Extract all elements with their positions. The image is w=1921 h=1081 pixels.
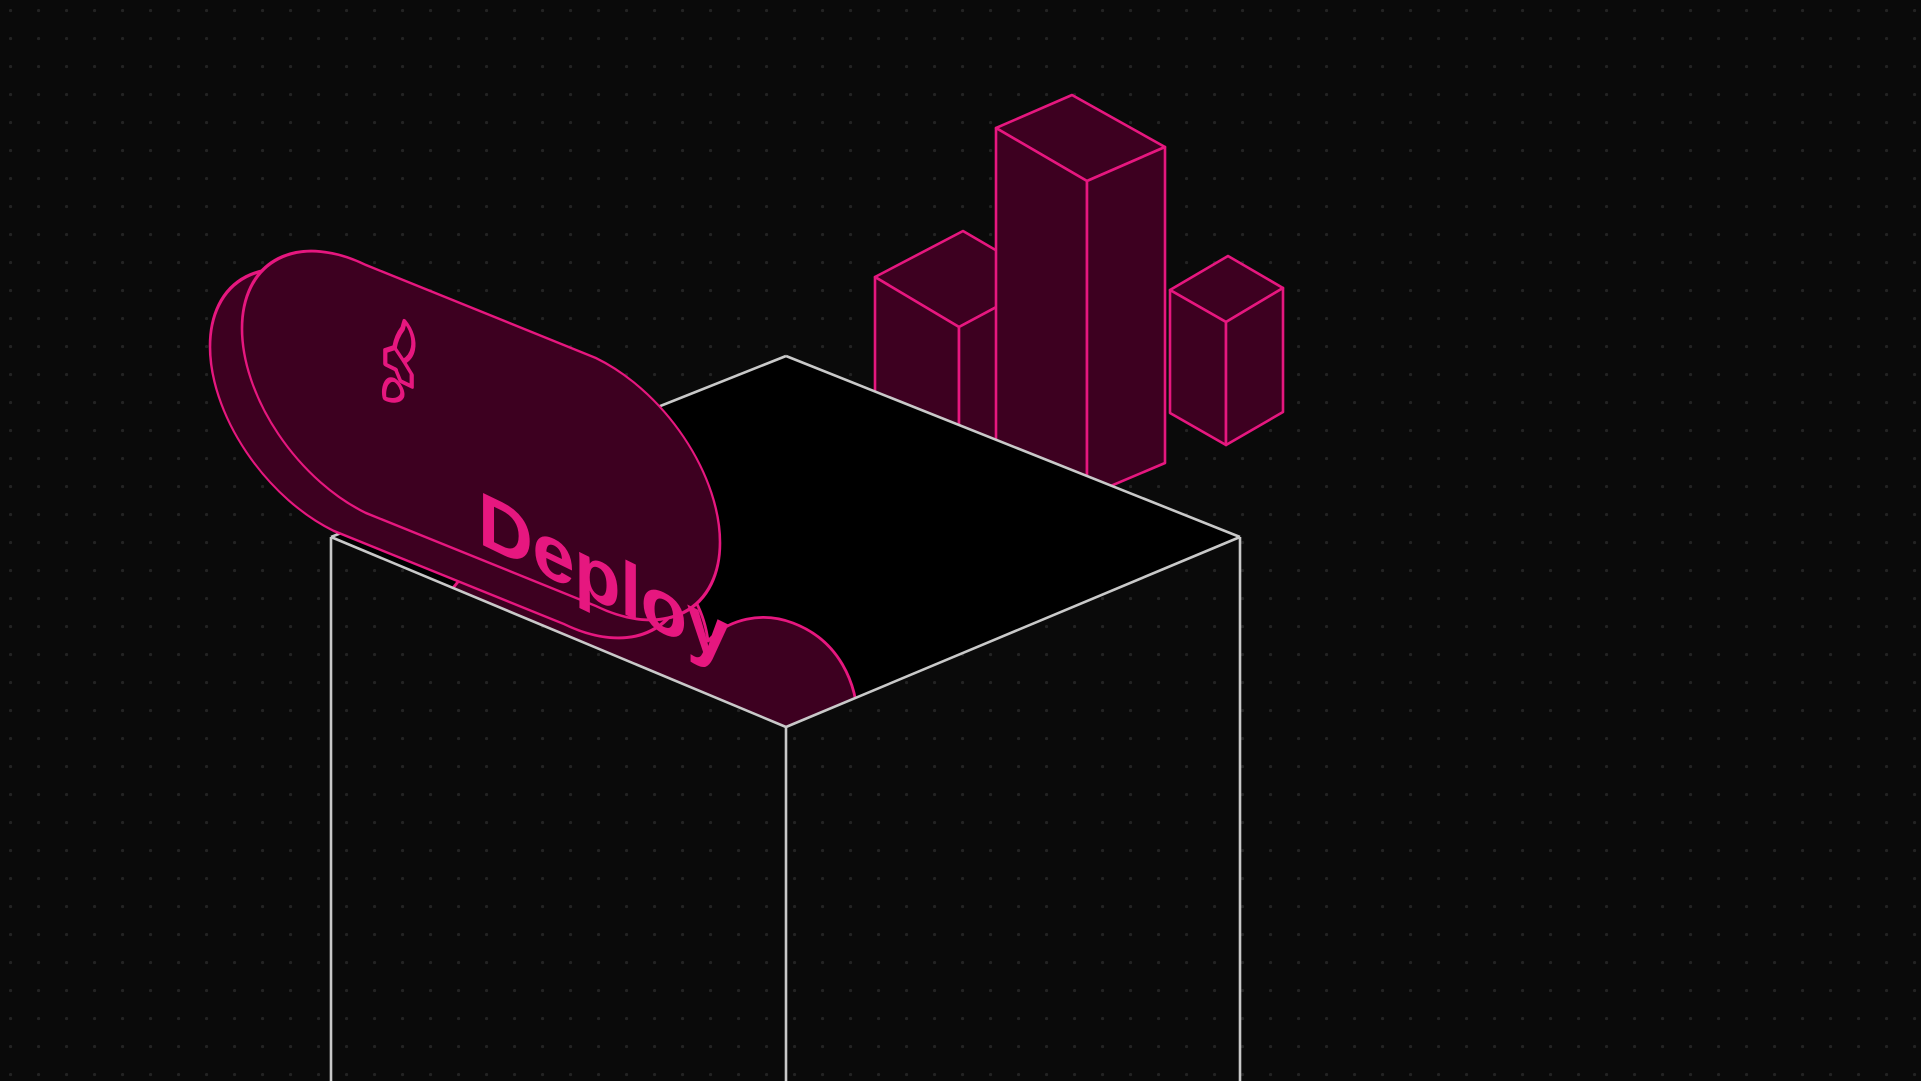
- deploy-button-face[interactable]: [240, 186, 722, 686]
- deploy-button[interactable]: Deploy: [208, 186, 729, 704]
- bar-chart-bar-2: [994, 93, 1167, 498]
- bar-chart-bar-3: [1168, 254, 1285, 447]
